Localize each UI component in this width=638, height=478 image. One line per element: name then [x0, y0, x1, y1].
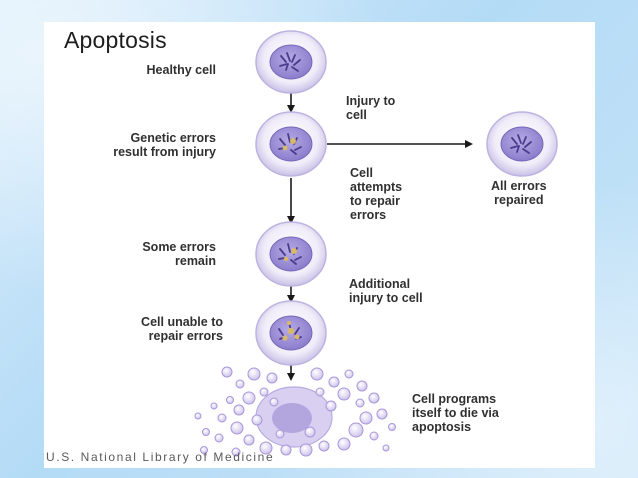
label-injury-to-cell: Injury to cell: [346, 94, 396, 122]
apoptotic-cell-icon: [194, 366, 396, 457]
source-credit: U.S. National Library of Medicine: [46, 450, 275, 464]
some-errors-cell-icon: [255, 221, 327, 287]
apoptosis-diagram: [194, 30, 558, 457]
label-all-errors-repaired: All errors repaired: [491, 179, 547, 207]
label-cell-attempts-repair: Cell attempts to repair errors: [350, 166, 403, 222]
unrepairable-cell-icon: [255, 300, 327, 366]
repaired-cell-icon: [486, 111, 558, 177]
label-additional-injury: Additional injury to cell: [349, 277, 423, 305]
label-some-errors-remain: Some errors remain: [142, 240, 216, 268]
label-cell-programs-death: Cell programs itself to die via apoptosi…: [412, 392, 499, 434]
label-genetic-errors: Genetic errors result from injury: [113, 131, 216, 159]
flow-arrows: [287, 92, 473, 381]
diagram-panel: Apoptosis Healthy cell Injury to cell Ge…: [44, 22, 595, 468]
label-cell-unable-to-repair: Cell unable to repair errors: [141, 315, 223, 343]
diagram-title: Apoptosis: [64, 27, 167, 53]
healthy-cell-icon: [255, 30, 327, 94]
injured-cell-icon: [255, 111, 327, 177]
label-healthy-cell: Healthy cell: [146, 63, 216, 77]
